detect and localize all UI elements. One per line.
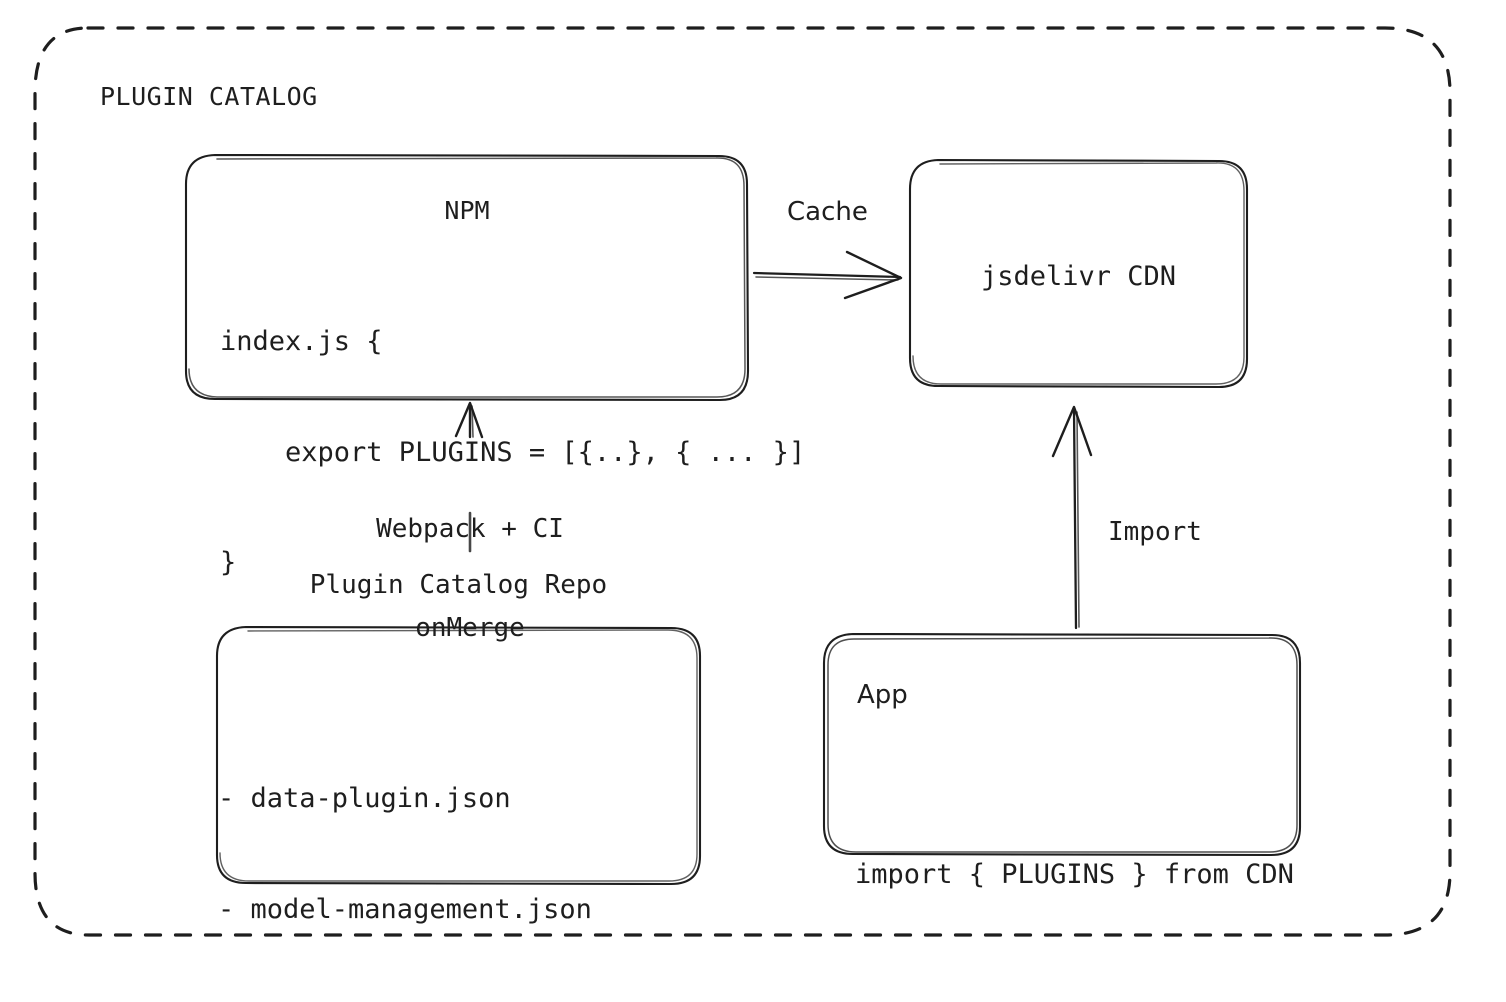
edge-cache-arrow (752, 250, 903, 300)
node-npm-box[interactable] (184, 153, 750, 402)
edge-label-build-line2: onMerge (415, 613, 525, 644)
app-code-block: import { PLUGINS } from CDN PLUGINS.forE… (855, 735, 1294, 1002)
node-app-box[interactable] (822, 632, 1302, 857)
group-title: PLUGIN CATALOG (100, 82, 318, 111)
cdn-node-title: jsdelivr CDN (980, 261, 1177, 292)
edge-label-cache: Cache (787, 197, 868, 227)
repo-file-item: - data-plugin.json (218, 782, 511, 814)
npm-code-line: export PLUGINS = [{..}, { ... }] (220, 436, 806, 468)
edge-build-arrow (454, 401, 484, 553)
npm-code-line: } (220, 546, 237, 578)
edge-label-build: Webpack + CI onMerge (330, 446, 610, 712)
app-node-title: App (857, 680, 908, 710)
npm-code-block: index.js { export PLUGINS = [{..}, { ...… (220, 251, 805, 655)
repo-node-caption: Plugin Catalog Repo (309, 570, 608, 600)
npm-code-line: index.js { (220, 326, 383, 358)
node-repo-box[interactable] (215, 625, 702, 886)
repo-file-list: - data-plugin.json - model-management.js… (218, 705, 592, 1002)
app-code-line: import { PLUGINS } from CDN (855, 859, 1294, 891)
repo-file-item: - model-management.json (218, 894, 592, 926)
group-container-plugin-catalog (33, 26, 1452, 937)
edge-label-import: Import (1108, 517, 1202, 547)
node-cdn-box[interactable] (908, 158, 1249, 389)
edge-label-build-line1: Webpack + CI (376, 513, 564, 544)
edge-import-arrow (1051, 405, 1093, 630)
npm-node-title: NPM (444, 196, 490, 225)
